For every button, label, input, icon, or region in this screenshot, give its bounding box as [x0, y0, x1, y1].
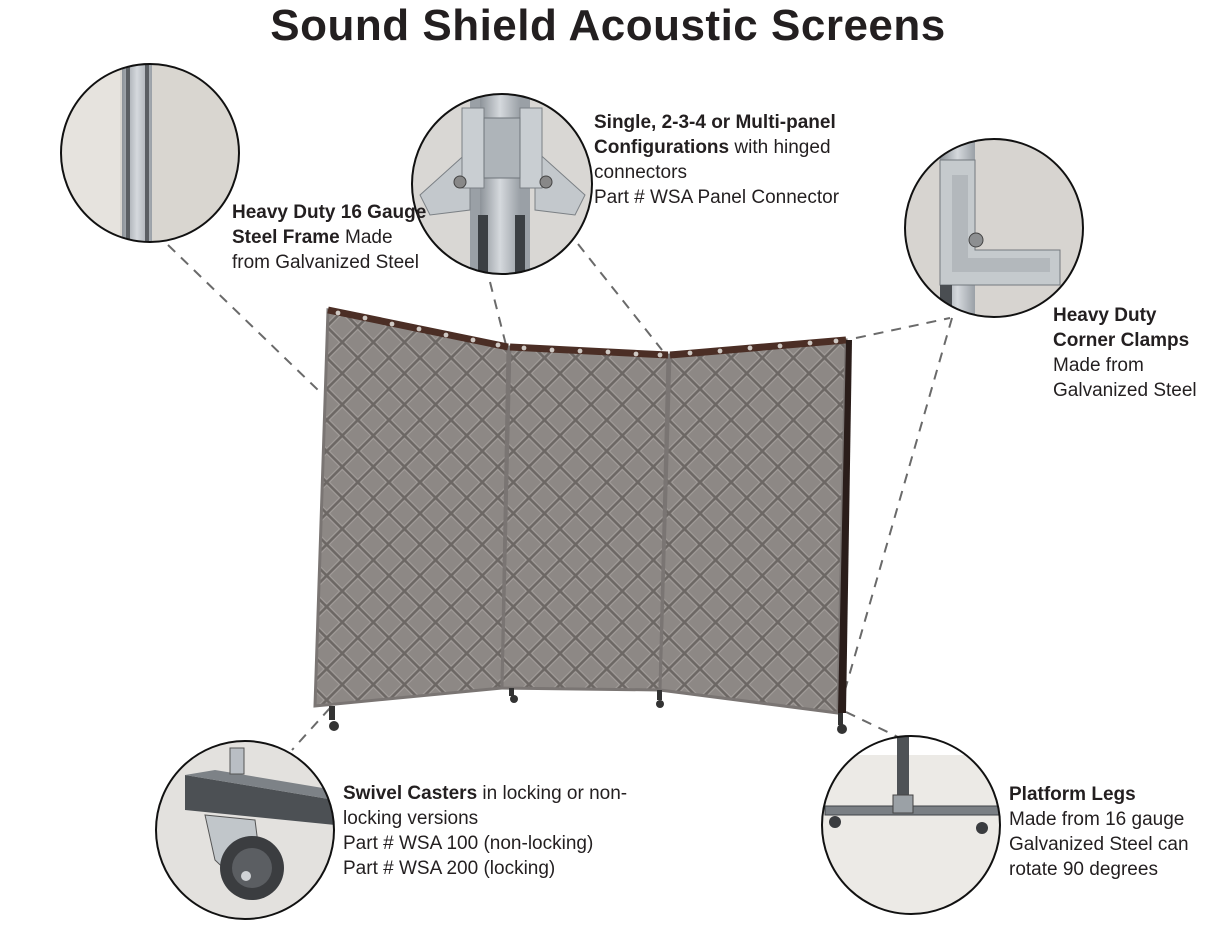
callout-connector-heading: Single, 2-3-4 or Multi-panel Configurati… [594, 112, 836, 158]
panel-right [658, 336, 852, 715]
platform-leg-detail [822, 736, 1000, 914]
callout-casters-text: in locking or non-locking versions [343, 783, 628, 829]
callout-connector-part: Part # WSA Panel Connector [594, 187, 840, 208]
grommets [335, 310, 839, 358]
panel-casters [329, 688, 847, 734]
callout-legs: Platform Legs Made from 16 gauge Galvani… [1009, 782, 1199, 882]
callout-casters: Swivel Casters in locking or non-locking… [343, 781, 633, 881]
steel-frame-detail [61, 64, 239, 242]
page-title: Sound Shield Acoustic Screens [270, 1, 946, 50]
leader-lines [167, 243, 953, 751]
hinged-connector-detail [412, 94, 592, 274]
callout-casters-heading: Swivel Casters [343, 783, 478, 804]
callout-connector-text: with hinged connectors [594, 137, 831, 183]
swivel-caster-detail [156, 741, 334, 919]
callout-clamps-heading: Heavy Duty Corner Clamps [1053, 305, 1190, 351]
callout-connector: Single, 2-3-4 or Multi-panel Configurati… [594, 110, 884, 210]
callout-casters-part2: Part # WSA 200 (locking) [343, 858, 556, 879]
panel-left [313, 306, 510, 708]
callout-casters-part1: Part # WSA 100 (non-locking) [343, 833, 594, 854]
corner-clamp-detail [905, 139, 1083, 317]
callout-frame: Heavy Duty 16 Gauge Steel Frame Made fro… [232, 200, 432, 275]
callout-frame-heading: Heavy Duty 16 Gauge Steel Frame [232, 202, 427, 248]
callout-legs-heading: Platform Legs [1009, 784, 1136, 805]
callout-clamps-text: Made from Galvanized Steel [1053, 355, 1197, 401]
callout-frame-text: Made from Galvanized Steel [232, 227, 419, 273]
callout-legs-text: Made from 16 gauge Galvanized Steel can … [1009, 809, 1189, 880]
panel-middle [500, 343, 670, 692]
callout-clamps: Heavy Duty Corner Clamps Made from Galva… [1053, 303, 1213, 403]
